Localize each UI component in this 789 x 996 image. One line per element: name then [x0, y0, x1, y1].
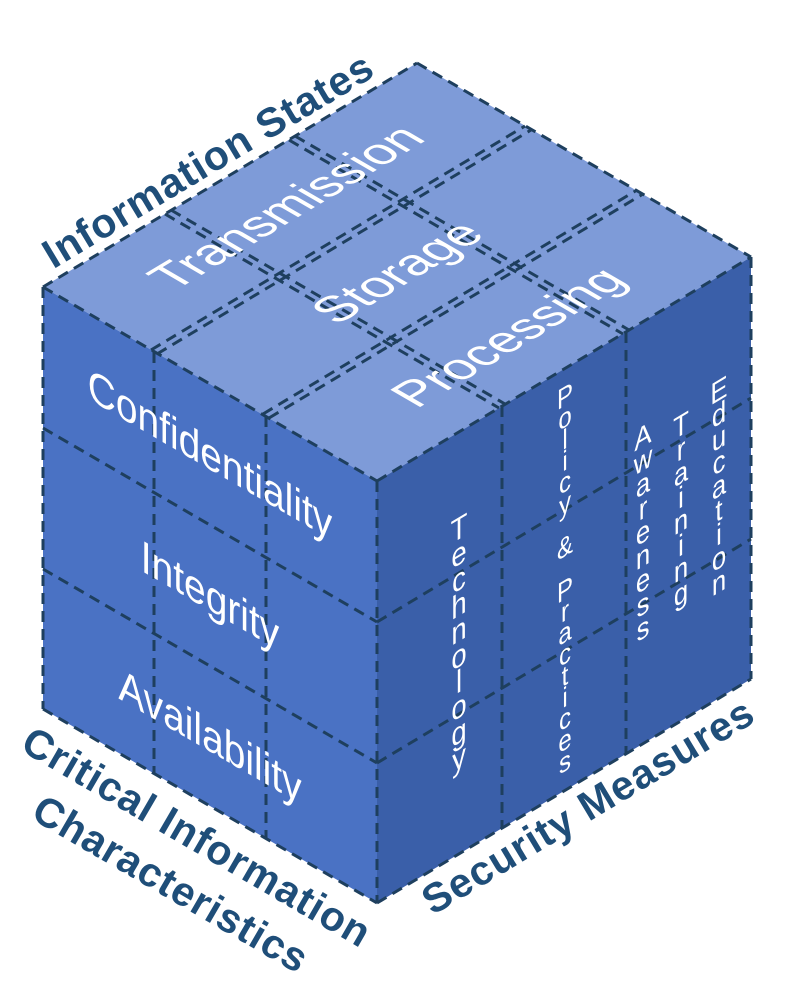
- right-face-letter: a: [674, 453, 689, 495]
- top-grid-line: [170, 208, 506, 406]
- top-grid-line: [150, 124, 526, 352]
- left-face: [43, 287, 377, 903]
- right-face-letter: r: [677, 431, 686, 469]
- right-face-letter: e: [558, 721, 571, 760]
- right-face-letter: o: [558, 398, 571, 437]
- top-grid-line: [294, 134, 630, 332]
- right-face-letter: l: [456, 661, 462, 701]
- right-face-letter: i: [678, 528, 684, 564]
- cube-edge: [376, 677, 752, 905]
- right-face-letter: a: [558, 613, 572, 652]
- right-face-letter: c: [452, 557, 466, 601]
- cube-faces: [43, 63, 751, 903]
- top-face: [43, 63, 751, 481]
- cube-edge: [42, 61, 418, 289]
- cube-edge: [42, 285, 378, 483]
- right-face-letter: s: [637, 585, 650, 626]
- right-face-letter: y: [452, 736, 466, 780]
- top-grid-line: [164, 212, 500, 410]
- right-face-letter: e: [636, 512, 650, 554]
- right-face-letter: d: [712, 394, 726, 436]
- right-face-letter: a: [712, 466, 727, 508]
- right-face-letter: P: [557, 569, 573, 610]
- right-face-letter: i: [678, 480, 684, 516]
- cube-edge: [42, 707, 378, 905]
- right-face-letter: a: [636, 464, 651, 506]
- right-face-letter: n: [674, 501, 688, 543]
- right-face-letter: o: [451, 633, 466, 678]
- right-face-letter: i: [716, 517, 722, 553]
- right-face-letter: i: [562, 680, 567, 714]
- right-face-letter: c: [559, 700, 571, 738]
- right-face-letter: e: [451, 531, 466, 576]
- right-face-letter: n: [636, 536, 650, 578]
- right-face-letter: n: [451, 608, 466, 653]
- right-face-letter: c: [559, 635, 571, 673]
- cube-edge: [376, 255, 752, 483]
- top-grid-line: [288, 138, 624, 336]
- right-face-letter: l: [562, 422, 567, 456]
- right-face-letter: g: [674, 573, 688, 615]
- top-grid-line: [268, 192, 644, 420]
- right-face-letter: t: [562, 658, 569, 693]
- left-grid-line: [42, 426, 378, 624]
- right-face-letter: u: [712, 418, 726, 460]
- right-face-letter: E: [710, 369, 727, 412]
- right-face-letter: w: [633, 439, 653, 484]
- right-face: [377, 257, 751, 903]
- right-face-letter: o: [712, 538, 726, 580]
- right-face-letter: e: [636, 560, 650, 602]
- right-face-letter: r: [561, 593, 569, 629]
- right-face-letter: o: [451, 684, 466, 729]
- right-face-letter: h: [451, 582, 466, 627]
- grid-lines: [41, 61, 753, 905]
- right-face-letter: n: [674, 549, 688, 591]
- left-grid-line: [42, 567, 378, 765]
- right-face-letter: c: [713, 443, 726, 484]
- right-face-letter: &: [557, 526, 573, 567]
- right-face-letter: i: [562, 444, 567, 478]
- right-face-letter: s: [559, 743, 571, 781]
- right-face-letter: t: [715, 492, 723, 530]
- right-face-letter: g: [451, 710, 466, 755]
- right-face-letter: A: [634, 415, 651, 458]
- right-face-letter: T: [673, 405, 689, 447]
- right-face-letter: s: [637, 609, 650, 650]
- right-face-letter: c: [559, 463, 571, 501]
- right-face-letter: n: [712, 562, 726, 604]
- right-face-letter: r: [639, 490, 648, 528]
- top-grid-line: [262, 188, 638, 416]
- right-grid-line: [376, 537, 752, 765]
- right-face-letter: T: [451, 505, 468, 551]
- top-grid-line: [156, 128, 532, 356]
- right-grid-line: [376, 396, 752, 624]
- right-face-letter: P: [557, 376, 573, 417]
- cube-edge: [416, 61, 752, 259]
- right-face-letter: y: [559, 485, 571, 523]
